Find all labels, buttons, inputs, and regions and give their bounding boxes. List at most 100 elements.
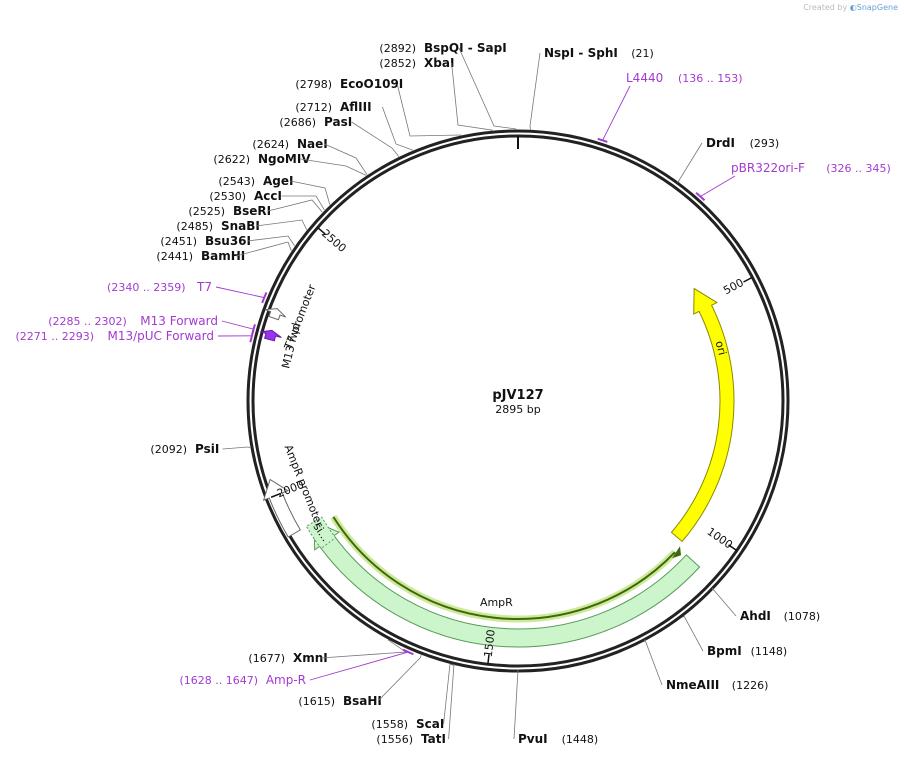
tick-label-1000: 1000 <box>704 525 734 552</box>
pbr322ori-f-primer-arc <box>695 192 706 202</box>
m13-puc-forward-primer-label[interactable]: M13/pUC Forward <box>107 329 214 343</box>
bamhi-label[interactable]: BamHI <box>201 249 245 263</box>
agei-label[interactable]: AgeI <box>263 174 293 188</box>
ori-label: ori <box>713 339 729 356</box>
snabi-label[interactable]: SnaBI <box>221 219 260 233</box>
ngomiv-leader-line <box>300 158 367 176</box>
tick-1000 <box>728 544 738 552</box>
ampr-feature <box>313 520 701 648</box>
xbai-label[interactable]: XbaI <box>424 56 454 70</box>
ori-feature <box>670 287 735 543</box>
ahdi-position: (1078) <box>784 610 821 623</box>
plasmid-length: 2895 bp <box>495 403 540 416</box>
ampr-orf-line <box>332 516 676 620</box>
bspqi-separator: - <box>464 41 477 55</box>
bsu36i-leader-line <box>247 235 295 247</box>
pvui-label[interactable]: PvuI <box>518 732 548 746</box>
ahdi-label[interactable]: AhdI <box>740 609 771 623</box>
pasi-position: (2686) <box>279 116 316 129</box>
naei-position: (2624) <box>252 138 289 151</box>
bsu36i-position: (2451) <box>160 235 197 248</box>
bspqi-label[interactable]: BspQI - SapI <box>424 41 507 55</box>
bseri-position: (2525) <box>188 205 225 218</box>
psii-label[interactable]: PsiI <box>195 442 219 456</box>
tick-1500 <box>487 654 490 665</box>
aflii-position: (2712) <box>295 101 332 114</box>
xmni-leader-line <box>320 639 408 659</box>
snabi-leader-line <box>255 219 308 230</box>
tati-leader-line <box>448 663 455 740</box>
drdi-leader-line <box>677 142 703 183</box>
tick-500 <box>743 276 753 283</box>
snapgene-credit: Created by ◐SnapGene <box>803 3 898 12</box>
amp-r-primer-range: (1628 .. 1647) <box>179 674 258 687</box>
m13-forward-primer-leader <box>221 320 254 330</box>
nspi-label[interactable]: NspI - SphI <box>544 46 618 60</box>
bspqi-isoschizomer-label: SapI <box>477 41 507 55</box>
nmeaiii-label[interactable]: NmeAIII <box>666 678 719 692</box>
m13-forward-primer-label[interactable]: M13 Forward <box>140 314 218 328</box>
signal-peptide-feature <box>305 516 337 550</box>
psii-position: (2092) <box>150 443 187 456</box>
pbr322ori-f-primer-range: (326 .. 345) <box>826 162 891 175</box>
bsahi-position: (1615) <box>298 695 335 708</box>
xbai-position: (2852) <box>379 57 416 70</box>
scai-position: (1558) <box>371 718 408 731</box>
acci-label[interactable]: AccI <box>254 189 282 203</box>
ampr-promoter-feature <box>262 478 301 538</box>
xmni-label[interactable]: XmnI <box>293 651 328 665</box>
amp-r-primer-leader <box>309 651 409 681</box>
pvui-leader-line <box>513 669 519 740</box>
enzyme-layer: (2892)BspQI - SapI(2852)XbaI(21)NspI - S… <box>150 41 820 746</box>
t7-promoter-feature <box>264 308 287 321</box>
t7-primer-range: (2340 .. 2359) <box>107 281 186 294</box>
ngomiv-label[interactable]: NgoMIV <box>258 152 311 166</box>
snapgene-logo-icon: ◐ <box>849 3 857 12</box>
bseri-leader-line <box>267 199 323 213</box>
aflii-leader-line <box>382 106 413 151</box>
bamhi-position: (2441) <box>156 250 193 263</box>
aflii-label[interactable]: AflIII <box>340 100 372 114</box>
pasi-label[interactable]: PasI <box>324 115 352 129</box>
pbr322ori-f-primer-label[interactable]: pBR322ori-F <box>731 161 805 175</box>
tati-label[interactable]: TatI <box>421 732 446 746</box>
xbai-leader-line <box>451 62 493 131</box>
agei-position: (2543) <box>218 175 255 188</box>
bpmi-label[interactable]: BpmI <box>707 644 742 658</box>
tati-position: (1556) <box>376 733 413 746</box>
bpmi-position: (1148) <box>751 645 788 658</box>
snabi-position: (2485) <box>176 220 213 233</box>
nspi-leader-line <box>529 52 541 130</box>
l4440-primer-label[interactable]: L4440 <box>626 71 663 85</box>
naei-leader-line <box>324 143 368 175</box>
m13-fwd-feature <box>259 329 282 342</box>
drdi-position: (293) <box>750 137 780 150</box>
t7-primer-label[interactable]: T7 <box>196 280 212 294</box>
l4440-primer-range: (136 .. 153) <box>678 72 743 85</box>
bseri-label[interactable]: BseRI <box>233 204 271 218</box>
psii-leader-line <box>222 446 251 450</box>
eco0109i-label[interactable]: EcoO109I <box>340 77 403 91</box>
naei-label[interactable]: NaeI <box>297 137 328 151</box>
plasmid-name: pJV127 <box>492 388 543 403</box>
ampr-label: AmpR <box>480 596 513 609</box>
drdi-label[interactable]: DrdI <box>706 136 735 150</box>
acci-position: (2530) <box>209 190 246 203</box>
ahdi-leader-line <box>711 587 737 617</box>
bsu36i-label[interactable]: Bsu36I <box>205 234 251 248</box>
pbr322ori-f-primer-leader <box>700 175 736 197</box>
xmni-position: (1677) <box>248 652 285 665</box>
pvui-position: (1448) <box>562 733 599 746</box>
nmeaiii-leader-line <box>643 639 663 686</box>
eco0109i-leader-line <box>396 83 462 137</box>
scai-leader-line <box>443 663 454 725</box>
scai-label[interactable]: ScaI <box>416 717 444 731</box>
bsahi-leader-line <box>377 655 422 702</box>
agei-leader-line <box>290 180 331 205</box>
bamhi-leader-line <box>235 241 292 257</box>
credit-prefix: Created by <box>803 3 848 12</box>
amp-r-primer-label[interactable]: Amp-R <box>266 673 306 687</box>
bsahi-label[interactable]: BsaHI <box>343 694 382 708</box>
m13-forward-primer-range: (2285 .. 2302) <box>48 315 127 328</box>
